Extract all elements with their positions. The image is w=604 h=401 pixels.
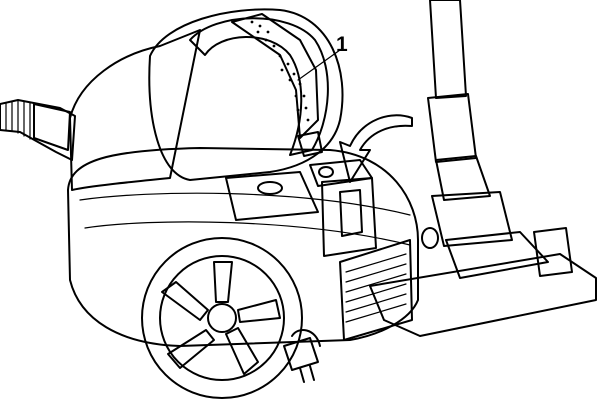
callout-label-1: 1 [336, 33, 348, 56]
callout-leader [297, 49, 341, 81]
large-wheel [141, 237, 303, 399]
parking-slot [321, 177, 377, 257]
power-plug [283, 329, 321, 383]
dust-container [69, 8, 344, 191]
grip-dots [250, 20, 310, 122]
carry-handle [189, 13, 329, 157]
floor-nozzle [369, 191, 597, 337]
exhaust-grille [339, 239, 413, 341]
hose [0, 99, 76, 161]
vacuum-tube [427, 0, 491, 201]
arrow [339, 114, 413, 183]
